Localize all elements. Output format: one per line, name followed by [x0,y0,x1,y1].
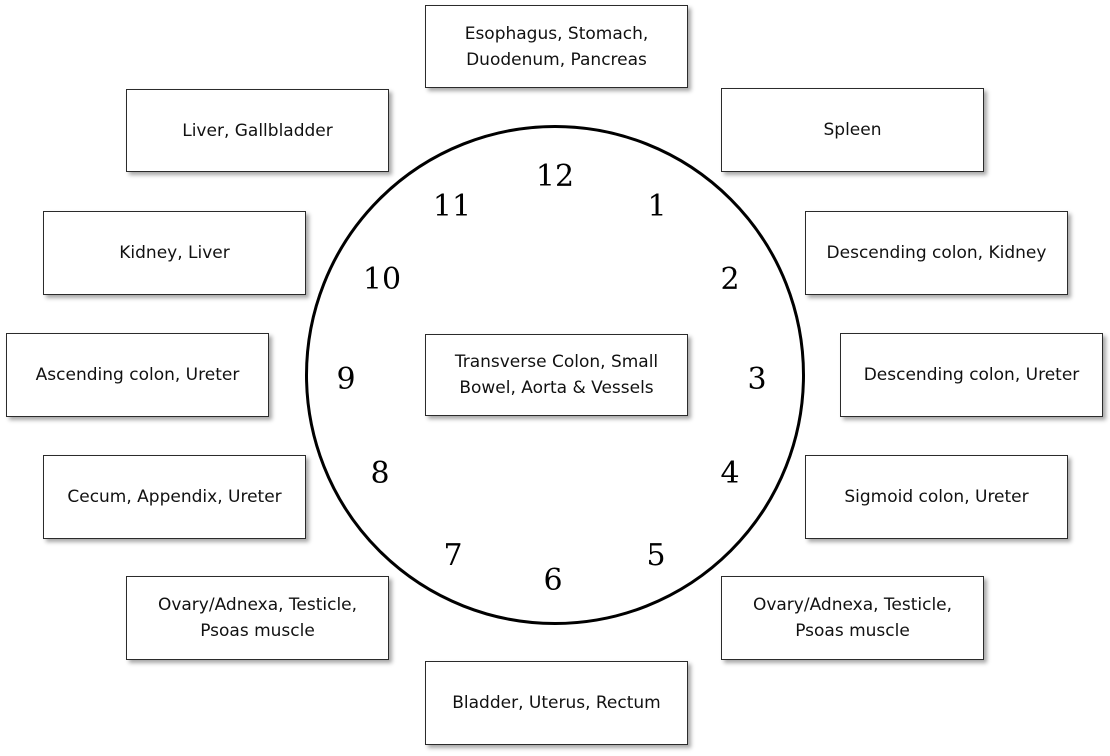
region-box-9: Ascending colon, Ureter [6,333,269,417]
region-12-line-1: Esophagus, Stomach, [464,23,649,44]
clock-number-6: 6 [543,563,563,598]
region-5-line-2: Psoas muscle [795,621,910,641]
region-12-line-2: Duodenum, Pancreas [466,49,647,70]
clock-number-8: 8 [370,456,390,491]
center-organs-box: Transverse Colon, Small Bowel, Aorta & V… [425,334,688,416]
region-box-2: Descending colon, Kidney [805,211,1068,295]
region-box-7: Ovary/Adnexa, Testicle, Psoas muscle [126,576,389,660]
clock-number-12: 12 [535,159,575,194]
region-1-label: Spleen [823,120,882,140]
center-line-2: Bowel, Aorta & Vessels [459,378,654,398]
region-8-label: Cecum, Appendix, Ureter [67,487,282,507]
region-3-label: Descending colon, Ureter [863,365,1080,385]
clock-number-9: 9 [336,362,356,397]
region-6-label: Bladder, Uterus, Rectum [452,693,661,713]
region-5-line-1: Ovary/Adnexa, Testicle, [752,595,953,615]
region-box-1: Spleen [721,88,984,172]
region-11-label: Liver, Gallbladder [182,120,333,141]
region-10-label: Kidney, Liver [119,243,230,263]
region-9-label: Ascending colon, Ureter [35,365,240,385]
region-box-6: Bladder, Uterus, Rectum [425,661,688,745]
clock-number-4: 4 [720,456,740,491]
region-2-label: Descending colon, Kidney [826,243,1047,263]
region-box-11: Liver, Gallbladder [126,89,389,172]
region-box-3: Descending colon, Ureter [840,333,1103,417]
clock-number-5: 5 [646,538,666,573]
clock-number-3: 3 [747,362,767,397]
clock-number-7: 7 [443,538,463,573]
region-box-5: Ovary/Adnexa, Testicle, Psoas muscle [721,576,984,660]
clock-number-1: 1 [647,189,667,224]
region-box-8: Cecum, Appendix, Ureter [43,455,306,539]
clock-number-11: 11 [432,189,472,224]
region-7-line-1: Ovary/Adnexa, Testicle, [157,595,358,615]
clock-number-2: 2 [720,262,740,297]
clock-number-10: 10 [362,262,402,297]
region-box-12: Esophagus, Stomach, Duodenum, Pancreas [425,5,688,88]
clock-circle [305,125,805,625]
region-4-label: Sigmoid colon, Ureter [844,487,1029,507]
region-box-10: Kidney, Liver [43,211,306,295]
region-box-4: Sigmoid colon, Ureter [805,455,1068,539]
center-line-1: Transverse Colon, Small [454,352,659,372]
region-7-line-2: Psoas muscle [200,621,315,641]
